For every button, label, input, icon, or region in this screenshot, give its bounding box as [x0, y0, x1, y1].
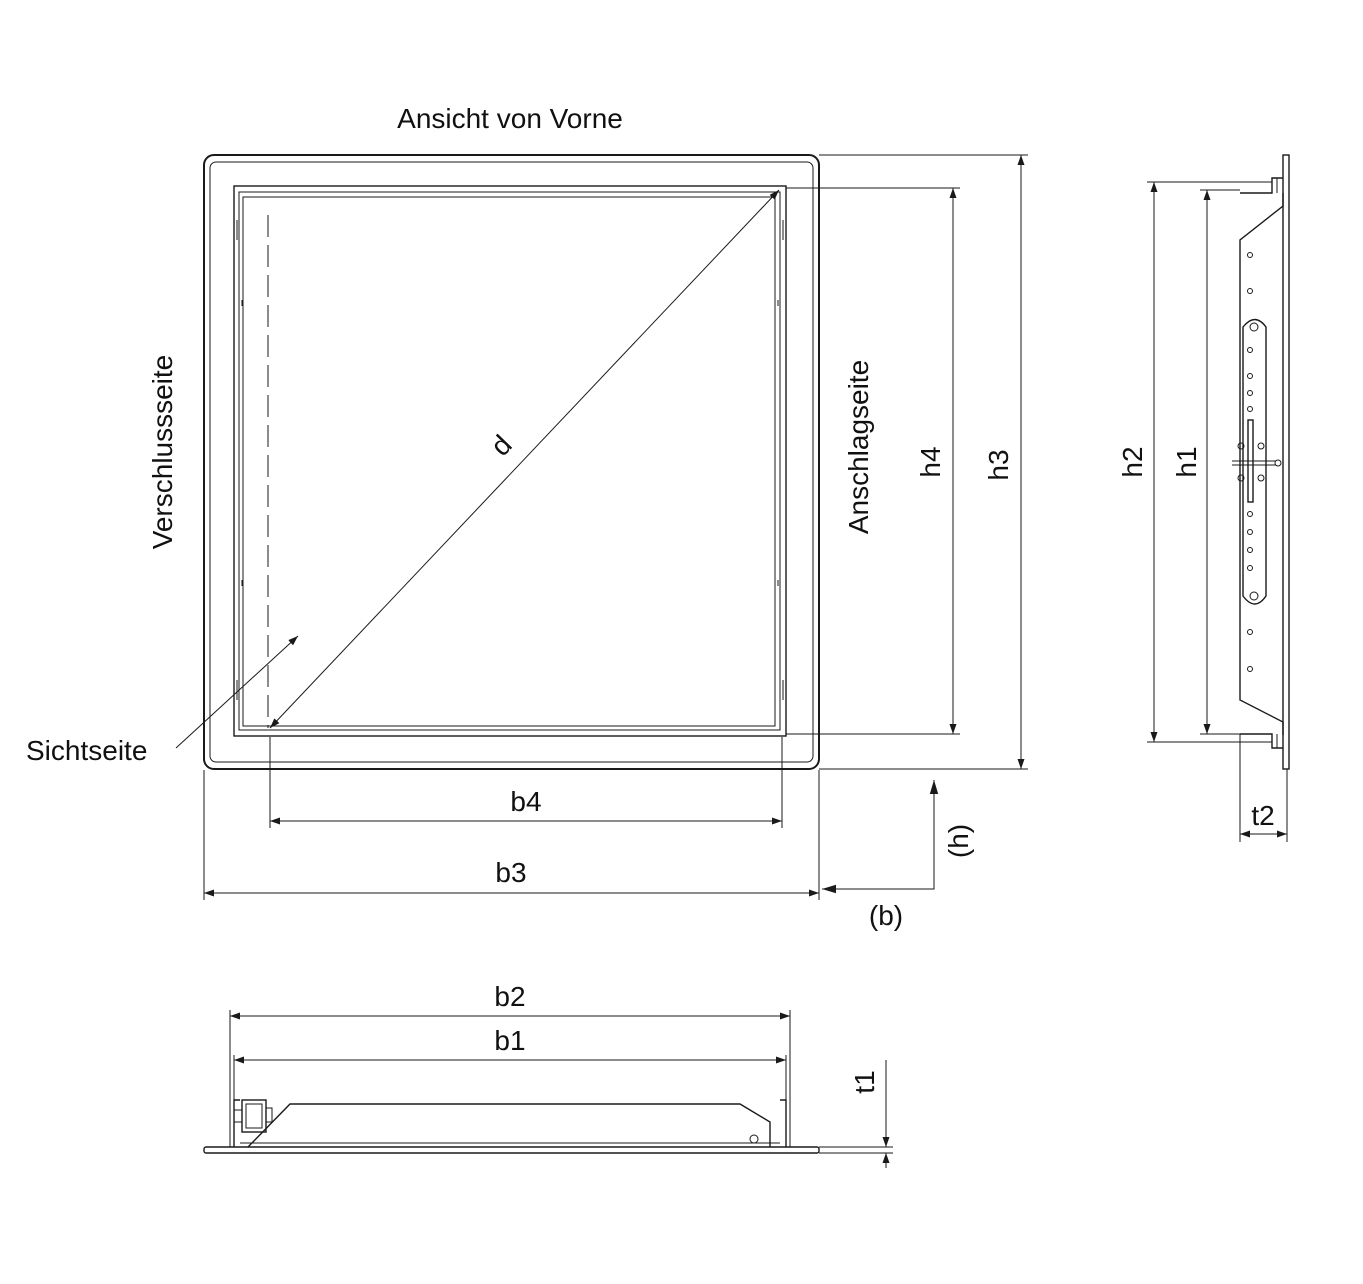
hinge-side-label: Anschlagseite [843, 360, 874, 534]
t2-label: t2 [1251, 800, 1274, 831]
outer-frame-inner-edge [209, 161, 814, 763]
visible-side-leader [175, 635, 299, 749]
diagonal-label: d [485, 429, 518, 462]
view-title: Ansicht von Vorne [397, 103, 623, 134]
top-view: b2 b1 t1 [203, 981, 893, 1168]
top-flange [203, 1146, 820, 1154]
b3-label: b3 [495, 857, 526, 888]
closing-side-label: Verschlussseite [147, 355, 178, 550]
h2-label: h2 [1117, 446, 1148, 477]
side-flange [1282, 154, 1290, 770]
diagonal-dimension-line [269, 189, 780, 729]
outer-frame [203, 154, 820, 770]
direction-arrows [826, 783, 935, 890]
hinge-plate [1242, 318, 1267, 605]
door-panel [233, 185, 787, 737]
top-panel [247, 1103, 771, 1148]
front-view: d Verschlussseite Anschlagseite Sichtsei… [26, 154, 1028, 931]
t1-label: t1 [849, 1070, 880, 1093]
b2-label: b2 [494, 981, 525, 1012]
door-panel-edge [238, 191, 781, 731]
h3-label: h3 [983, 449, 1014, 480]
b1-label: b1 [494, 1025, 525, 1056]
visible-side-label: Sichtseite [26, 735, 147, 766]
b-direction-label: (b) [869, 900, 903, 931]
side-view: h2 h1 t2 [1117, 154, 1290, 842]
h-direction-label: (h) [943, 824, 974, 858]
h1-label: h1 [1171, 446, 1202, 477]
b4-label: b4 [510, 786, 541, 817]
door-panel-face [242, 196, 776, 727]
h4-label: h4 [915, 446, 946, 477]
hinge-holes [1247, 252, 1253, 672]
